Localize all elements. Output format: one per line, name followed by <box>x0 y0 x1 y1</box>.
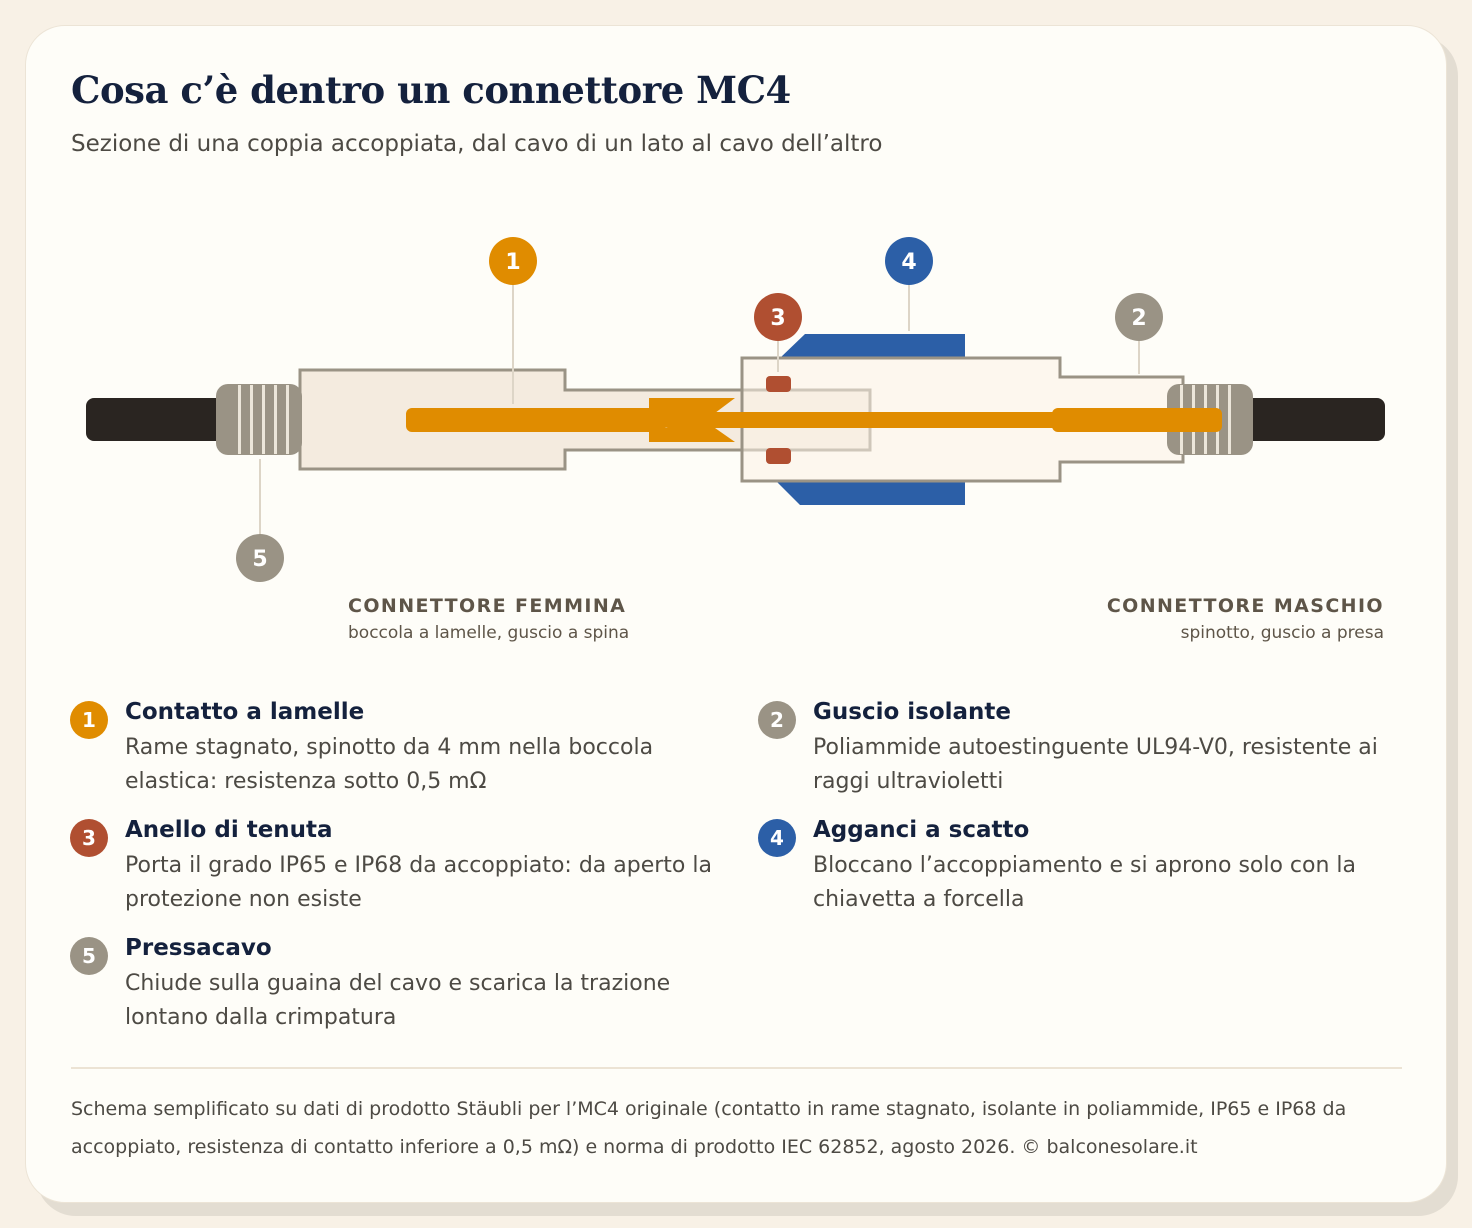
socket-lamellae <box>649 398 735 442</box>
latch-clip-top <box>780 334 965 358</box>
legend-title: Pressacavo <box>125 935 272 961</box>
male-connector-label: CONNETTORE MASCHIO spinotto, guscio a pr… <box>1107 595 1384 643</box>
legend-badge-1: 1 <box>70 701 108 739</box>
svg-text:3: 3 <box>770 306 785 331</box>
female-connector-name: CONNETTORE FEMMINA <box>348 595 627 617</box>
female-cable-gland <box>216 384 302 455</box>
callout-badge-3: 3 <box>754 293 802 341</box>
legend-title: Guscio isolante <box>813 699 1012 725</box>
female-connector-label: CONNETTORE FEMMINA boccola a lamelle, gu… <box>348 595 629 643</box>
legend-title: Anello di tenuta <box>125 817 333 843</box>
legend-badge-2: 2 <box>758 701 796 739</box>
legend-badge-3: 3 <box>70 819 108 857</box>
legend-badge-5: 5 <box>70 937 108 975</box>
svg-text:5: 5 <box>252 547 267 572</box>
male-pin <box>664 412 1064 428</box>
page-title: Cosa c’è dentro un connettore MC4 <box>71 68 791 112</box>
infographic-card <box>25 25 1447 1203</box>
legend-desc: Rame stagnato, spinotto da 4 mm nella bo… <box>125 735 654 794</box>
legend-badge-4: 4 <box>758 819 796 857</box>
male-contact-crimp <box>1052 408 1222 432</box>
seal-ring-bottom <box>766 448 791 464</box>
legend-desc: Bloccano l’accoppiamento e si aprono sol… <box>813 853 1357 912</box>
female-connector-desc: boccola a lamelle, guscio a spina <box>348 623 630 643</box>
svg-text:4: 4 <box>901 250 916 275</box>
male-connector-desc: spinotto, guscio a presa <box>1180 623 1384 643</box>
svg-text:1: 1 <box>505 250 520 275</box>
latch-clip-bottom <box>776 481 965 505</box>
mc4-cross-section-diagram: 1 4 3 2 5 <box>86 237 1385 582</box>
seal-ring-top <box>766 376 791 392</box>
source-footnote: Schema semplificato su dati di prodotto … <box>71 1098 1347 1158</box>
footer-divider <box>71 1067 1402 1069</box>
female-cable <box>86 398 236 441</box>
callout-badge-4: 4 <box>885 237 933 285</box>
callout-badge-2: 2 <box>1115 293 1163 341</box>
legend-desc: Poliammide autoestinguente UL94-V0, resi… <box>813 735 1378 794</box>
callout-badge-5: 5 <box>236 534 284 582</box>
female-socket-contact <box>406 408 666 432</box>
svg-text:2: 2 <box>1131 306 1146 331</box>
male-connector-name: CONNETTORE MASCHIO <box>1106 595 1384 617</box>
page-subtitle: Sezione di una coppia accoppiata, dal ca… <box>71 131 883 157</box>
callout-badge-1: 1 <box>489 237 537 285</box>
legend-title: Contatto a lamelle <box>125 699 365 725</box>
legend-title: Agganci a scatto <box>813 817 1030 843</box>
male-cable <box>1240 398 1385 441</box>
legend-desc: Chiude sulla guaina del cavo e scarica l… <box>125 971 671 1030</box>
legend-desc: Porta il grado IP65 e IP68 da accoppiato… <box>125 853 712 912</box>
